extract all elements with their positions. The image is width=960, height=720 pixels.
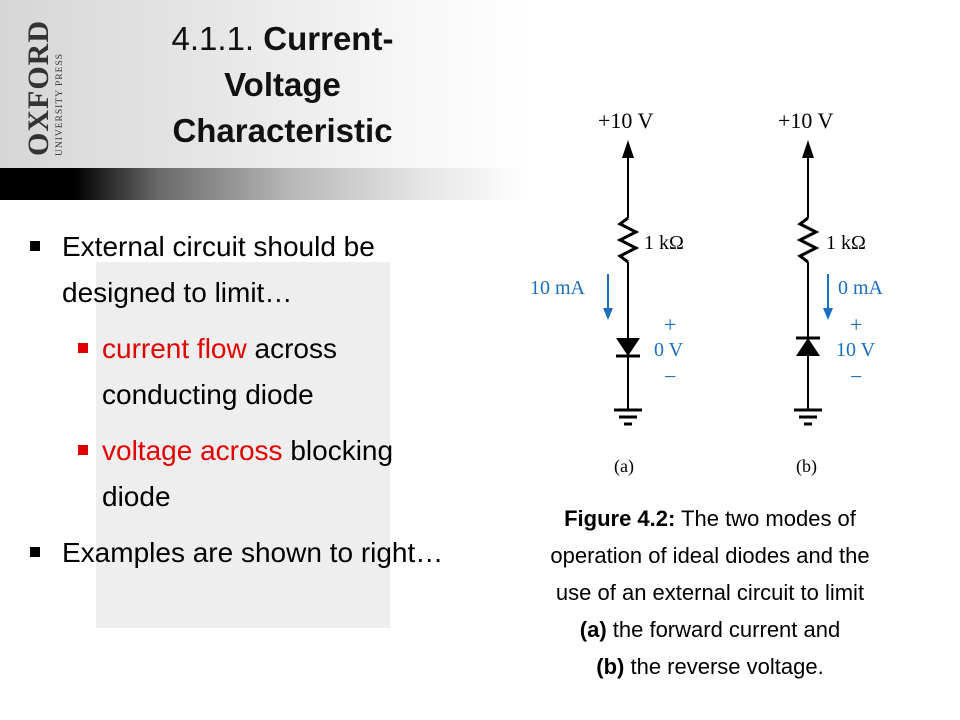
supply-arrow-icon xyxy=(622,140,634,158)
sub-bullet-marker xyxy=(78,343,88,353)
caption-text: the reverse voltage. xyxy=(624,654,824,679)
sub-bullet-marker xyxy=(78,445,88,455)
title-part-2: Voltage xyxy=(224,66,341,103)
voltage-label-a: 0 V xyxy=(654,339,684,361)
resistor-icon xyxy=(796,216,820,264)
supply-label-a: +10 V xyxy=(598,108,654,133)
resistor-label-a: 1 kΩ xyxy=(644,232,684,254)
logo-sub-text: UNIVERSITY PRESS xyxy=(55,53,65,156)
figure-label-a: (a) xyxy=(614,456,634,477)
diode-circuit-figure: +10 V 1 kΩ 10 mA + 0 V − (a) +10 V 1 kΩ … xyxy=(530,108,884,477)
title-part-1: Current- xyxy=(263,20,394,57)
caption-text: the forward current and xyxy=(606,617,841,642)
bullet-marker xyxy=(30,241,40,251)
bullet-emphasis: voltage across xyxy=(102,435,283,466)
circuit-a: +10 V 1 kΩ 10 mA + 0 V − (a) xyxy=(530,108,684,477)
bullet-emphasis: current flow xyxy=(102,333,247,364)
polarity-plus-a: + xyxy=(664,312,676,337)
bullet-item: External circuit should be designed to l… xyxy=(30,224,460,316)
caption-text: operation of ideal diodes and the xyxy=(550,543,870,568)
resistor-label-b: 1 kΩ xyxy=(826,232,866,254)
caption-text: The two modes of xyxy=(675,506,856,531)
title-part-3: Characteristic xyxy=(172,112,393,149)
polarity-minus-b: − xyxy=(850,364,862,389)
caption-marker-b: (b) xyxy=(596,654,625,679)
caption-lead: Figure 4.2: xyxy=(564,506,676,531)
circuit-b: +10 V 1 kΩ 0 mA + 10 V − (b) xyxy=(778,108,884,477)
supply-arrow-icon xyxy=(802,140,814,158)
figure-label-b: (b) xyxy=(796,456,817,477)
header-band xyxy=(0,0,530,200)
background-book-cover xyxy=(96,262,390,628)
bullet-text: blocking diode xyxy=(102,435,394,512)
voltage-label-b: 10 V xyxy=(836,339,876,361)
logo-main-text: OXFORD xyxy=(22,20,55,156)
header-gradient-bar xyxy=(0,168,530,200)
figure-caption: Figure 4.2: The two modes of operation o… xyxy=(480,500,940,685)
current-label-a: 10 mA xyxy=(530,277,586,299)
bullet-marker xyxy=(30,547,40,557)
sub-bullet-item: current flow across conducting diode xyxy=(30,326,460,418)
polarity-plus-b: + xyxy=(850,312,862,337)
bullet-text: across conducting diode xyxy=(102,333,337,410)
diode-reverse-icon xyxy=(796,338,820,356)
sub-bullet-item: voltage across blocking diode xyxy=(30,428,460,520)
caption-marker-a: (a) xyxy=(579,617,607,642)
current-label-b: 0 mA xyxy=(838,277,884,299)
slide-title: 4.1.1. Current- Voltage Characteristic xyxy=(150,16,415,154)
polarity-minus-a: − xyxy=(664,364,676,389)
oxford-logo-icon: OXFORD UNIVERSITY PRESS xyxy=(10,8,70,158)
caption-text: use of an external circuit to limit xyxy=(555,580,865,605)
bullet-item: Examples are shown to right… xyxy=(30,530,460,576)
bullet-text: Examples are shown to right… xyxy=(62,537,444,568)
supply-label-b: +10 V xyxy=(778,108,834,133)
bullet-text: External circuit should be designed to l… xyxy=(62,231,375,308)
bullet-list: External circuit should be designed to l… xyxy=(30,224,460,586)
resistor-icon xyxy=(616,216,640,264)
diode-forward-icon xyxy=(616,338,640,356)
title-number: 4.1.1. xyxy=(171,20,255,57)
